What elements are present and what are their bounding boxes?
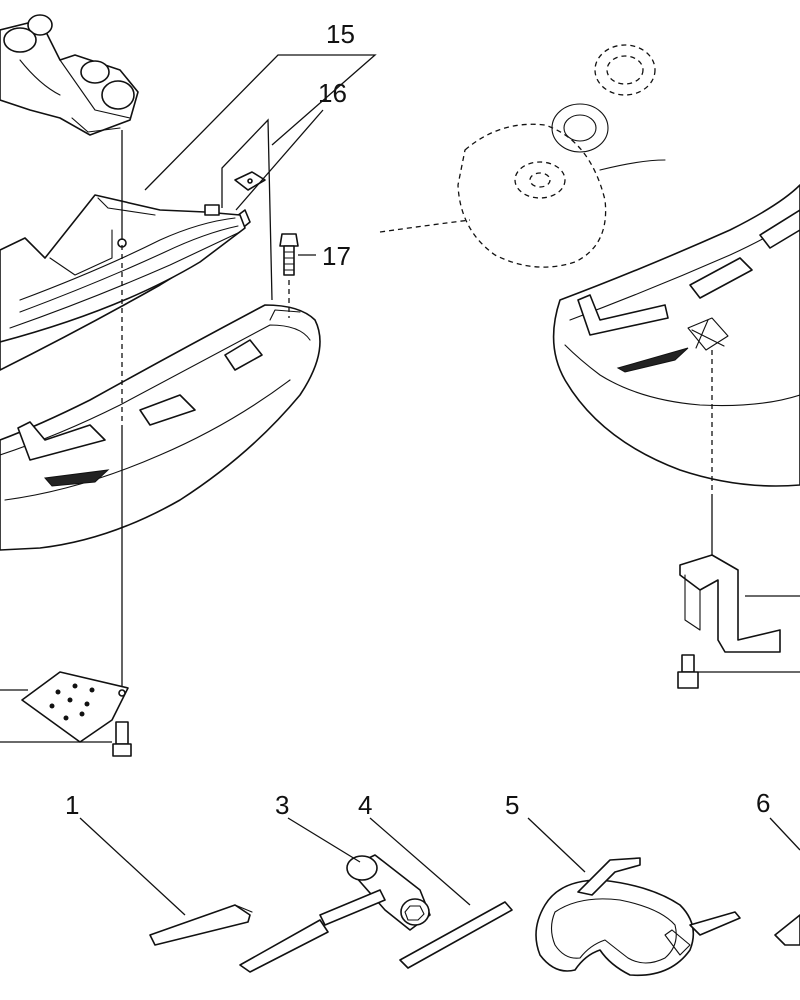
callout-15: 15 — [326, 19, 355, 49]
hex-wrench — [79, 817, 253, 946]
bolt-17 — [279, 233, 316, 318]
box-wrench — [239, 817, 431, 973]
square-nut-16 — [221, 118, 273, 301]
mount-shaft-left — [0, 130, 132, 757]
callout-16: 16 — [318, 78, 347, 108]
cutting-blade — [379, 44, 666, 268]
callout-17: 17 — [322, 241, 351, 271]
rod — [369, 817, 513, 969]
callout-6: 6 — [756, 788, 770, 818]
callout-3: 3 — [275, 790, 289, 820]
guard-upper-left — [0, 194, 251, 371]
callout-leaders-top — [144, 54, 377, 211]
callout-1: 1 — [65, 790, 79, 820]
guard-shell-left — [0, 304, 321, 551]
callout-4: 4 — [358, 790, 372, 820]
callout-5: 5 — [505, 790, 519, 820]
part-6 — [769, 817, 800, 946]
gearcase-clamp — [0, 14, 139, 136]
safety-goggles — [527, 817, 741, 977]
mount-bracket-right — [677, 350, 800, 689]
guard-right — [552, 184, 800, 487]
